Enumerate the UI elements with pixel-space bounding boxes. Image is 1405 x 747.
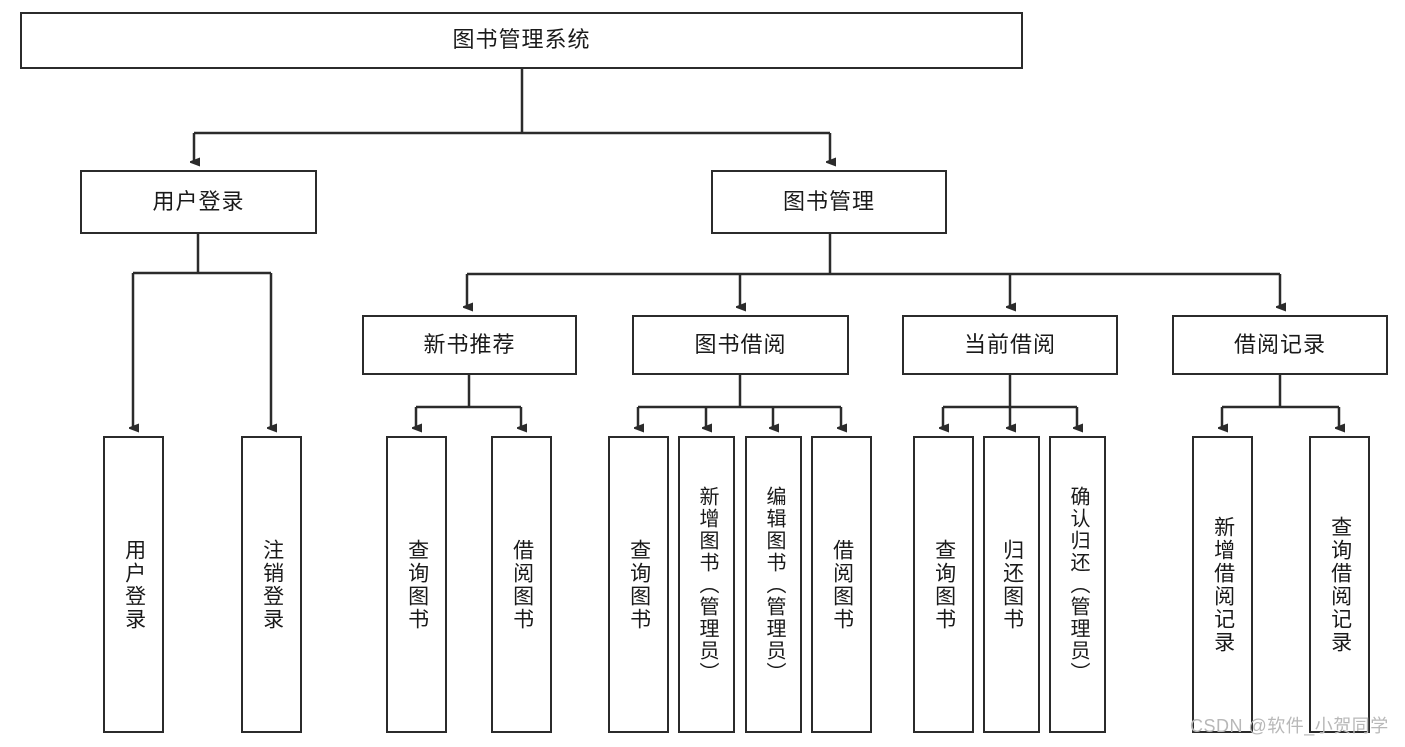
leaf-new-book-borrow-book[interactable]: 借阅图书 [491,436,552,733]
leaf-current-borrow-confirm-return-admin[interactable]: 确认归还（管理员） [1049,436,1106,733]
node-label: 确认归还（管理员） [1067,485,1089,684]
node-label: 用户登录 [122,538,146,631]
node-label: 编辑图书（管理员） [763,485,785,684]
leaf-book-borrow-query-book[interactable]: 查询图书 [608,436,669,733]
leaf-borrow-record-add-record[interactable]: 新增借阅记录 [1192,436,1253,733]
node-label: 新书推荐 [423,331,516,357]
leaf-user-login-login[interactable]: 用户登录 [103,436,164,733]
node-label: 查询图书 [627,538,651,631]
node-label: 注销登录 [260,538,284,631]
node-label: 当前借阅 [963,331,1056,357]
leaf-book-borrow-add-book-admin[interactable]: 新增图书（管理员） [678,436,735,733]
leaf-current-borrow-query-book[interactable]: 查询图书 [913,436,974,733]
node-label: 借阅图书 [510,538,534,631]
node-label: 查询图书 [932,538,956,631]
node-label: 查询图书 [405,538,429,631]
leaf-book-borrow-edit-book-admin[interactable]: 编辑图书（管理员） [745,436,802,733]
node-root-system[interactable]: 图书管理系统 [20,12,1023,69]
leaf-new-book-query-book[interactable]: 查询图书 [386,436,447,733]
leaf-borrow-record-query-record[interactable]: 查询借阅记录 [1309,436,1370,733]
leaf-current-borrow-return-book[interactable]: 归还图书 [983,436,1040,733]
node-label: 图书借阅 [694,331,787,357]
node-user-login[interactable]: 用户登录 [80,170,317,234]
node-label: 新增借阅记录 [1211,515,1235,654]
watermark-text: CSDN @软件_小贺同学 [1190,716,1389,736]
node-label: 图书管理系统 [452,27,591,53]
node-current-borrow[interactable]: 当前借阅 [902,315,1118,375]
node-label: 归还图书 [1000,538,1024,631]
node-book-borrow[interactable]: 图书借阅 [632,315,849,375]
node-label: 新增图书（管理员） [696,485,718,684]
node-borrow-record[interactable]: 借阅记录 [1172,315,1388,375]
node-label: 借阅图书 [830,538,854,631]
leaf-book-borrow-borrow-book[interactable]: 借阅图书 [811,436,872,733]
node-label: 图书管理 [782,188,875,214]
leaf-user-login-logout[interactable]: 注销登录 [241,436,302,733]
node-book-management[interactable]: 图书管理 [711,170,947,234]
node-label: 查询借阅记录 [1328,515,1352,654]
node-label: 用户登录 [152,188,245,214]
node-label: 借阅记录 [1233,331,1326,357]
node-new-book-recommend[interactable]: 新书推荐 [362,315,577,375]
